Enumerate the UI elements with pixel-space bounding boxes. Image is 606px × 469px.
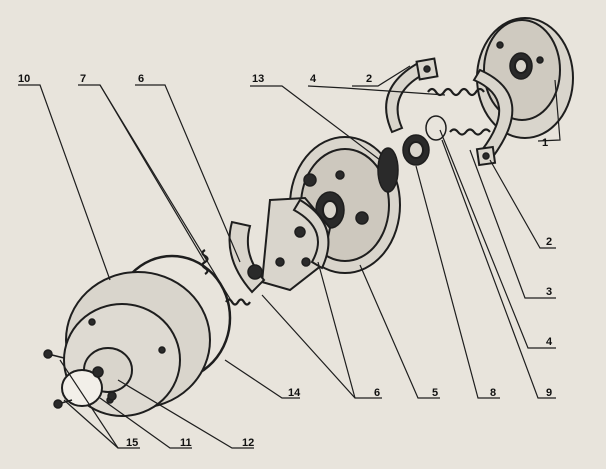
callout-8: 8 <box>490 387 496 399</box>
callout-6-top: 6 <box>138 73 144 85</box>
return-spring-upper <box>427 87 485 97</box>
callout-4-top: 4 <box>310 73 317 85</box>
seal-ring <box>402 134 430 166</box>
plate-ring <box>377 147 399 193</box>
screw-lower <box>53 399 73 409</box>
leader-lines <box>18 65 561 449</box>
callout-6-bottom: 6 <box>374 387 380 399</box>
callout-10: 10 <box>18 73 30 85</box>
callout-5: 5 <box>432 387 438 399</box>
callout-9: 9 <box>546 387 552 399</box>
clutch-segment-assembly <box>228 196 332 294</box>
callout-13: 13 <box>252 73 264 85</box>
callout-4-right: 4 <box>546 336 553 348</box>
callout-12: 12 <box>242 437 254 449</box>
callout-3: 3 <box>546 286 552 298</box>
screw-upper <box>43 349 65 359</box>
callout-14: 14 <box>288 387 301 399</box>
callout-2-right: 2 <box>546 236 552 248</box>
callout-15: 15 <box>126 437 138 449</box>
return-spring-lower <box>449 128 491 136</box>
clip-ring <box>425 115 447 141</box>
callout-7: 7 <box>80 73 86 85</box>
brake-shoe-upper <box>385 57 439 134</box>
callout-2-top: 2 <box>366 73 372 85</box>
callout-11: 11 <box>180 437 192 449</box>
callout-labels: 1 2 2 3 4 4 5 6 6 7 8 9 10 11 12 13 14 1… <box>18 73 553 449</box>
callout-1: 1 <box>542 137 548 149</box>
